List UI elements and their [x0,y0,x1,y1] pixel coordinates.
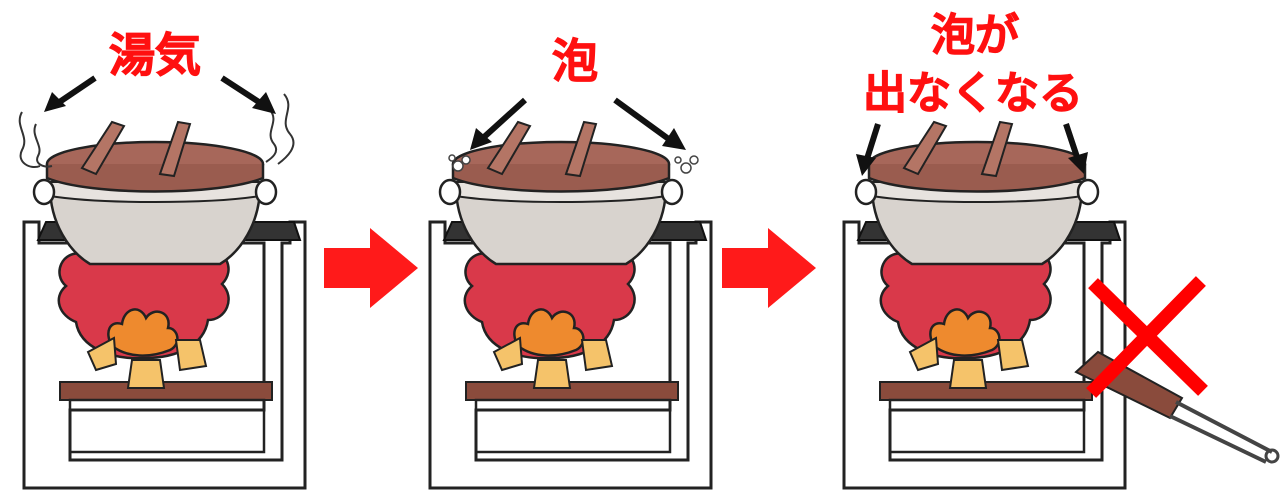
steam-icon [33,123,53,168]
label-no-bubbles-line2: 出なくなる [863,68,1084,119]
label-bubbles: 泡 [552,34,599,88]
pot [32,120,278,266]
pot [854,120,1100,266]
right-arrow-icon [722,228,816,308]
pointer-arrow [480,97,528,141]
label-steam: 湯気 [109,28,202,82]
pointer-arrow [56,75,97,106]
right-arrow-icon [324,228,418,308]
steam-icon [18,111,41,168]
stage-1 [18,75,307,490]
steam-icon [265,109,278,163]
bubble-icon [448,154,699,174]
steam-icon [277,93,295,165]
pointer-arrow [1063,123,1081,161]
tongs-icon [1074,350,1280,464]
pointer-arrow [220,75,264,107]
pointer-arrow [613,97,672,143]
stage-2 [428,97,713,490]
cross-icon [1086,276,1208,398]
stage-3 [842,120,1280,490]
pointer-arrow [863,123,881,163]
label-no-bubbles-line1: 泡が [931,10,1020,61]
